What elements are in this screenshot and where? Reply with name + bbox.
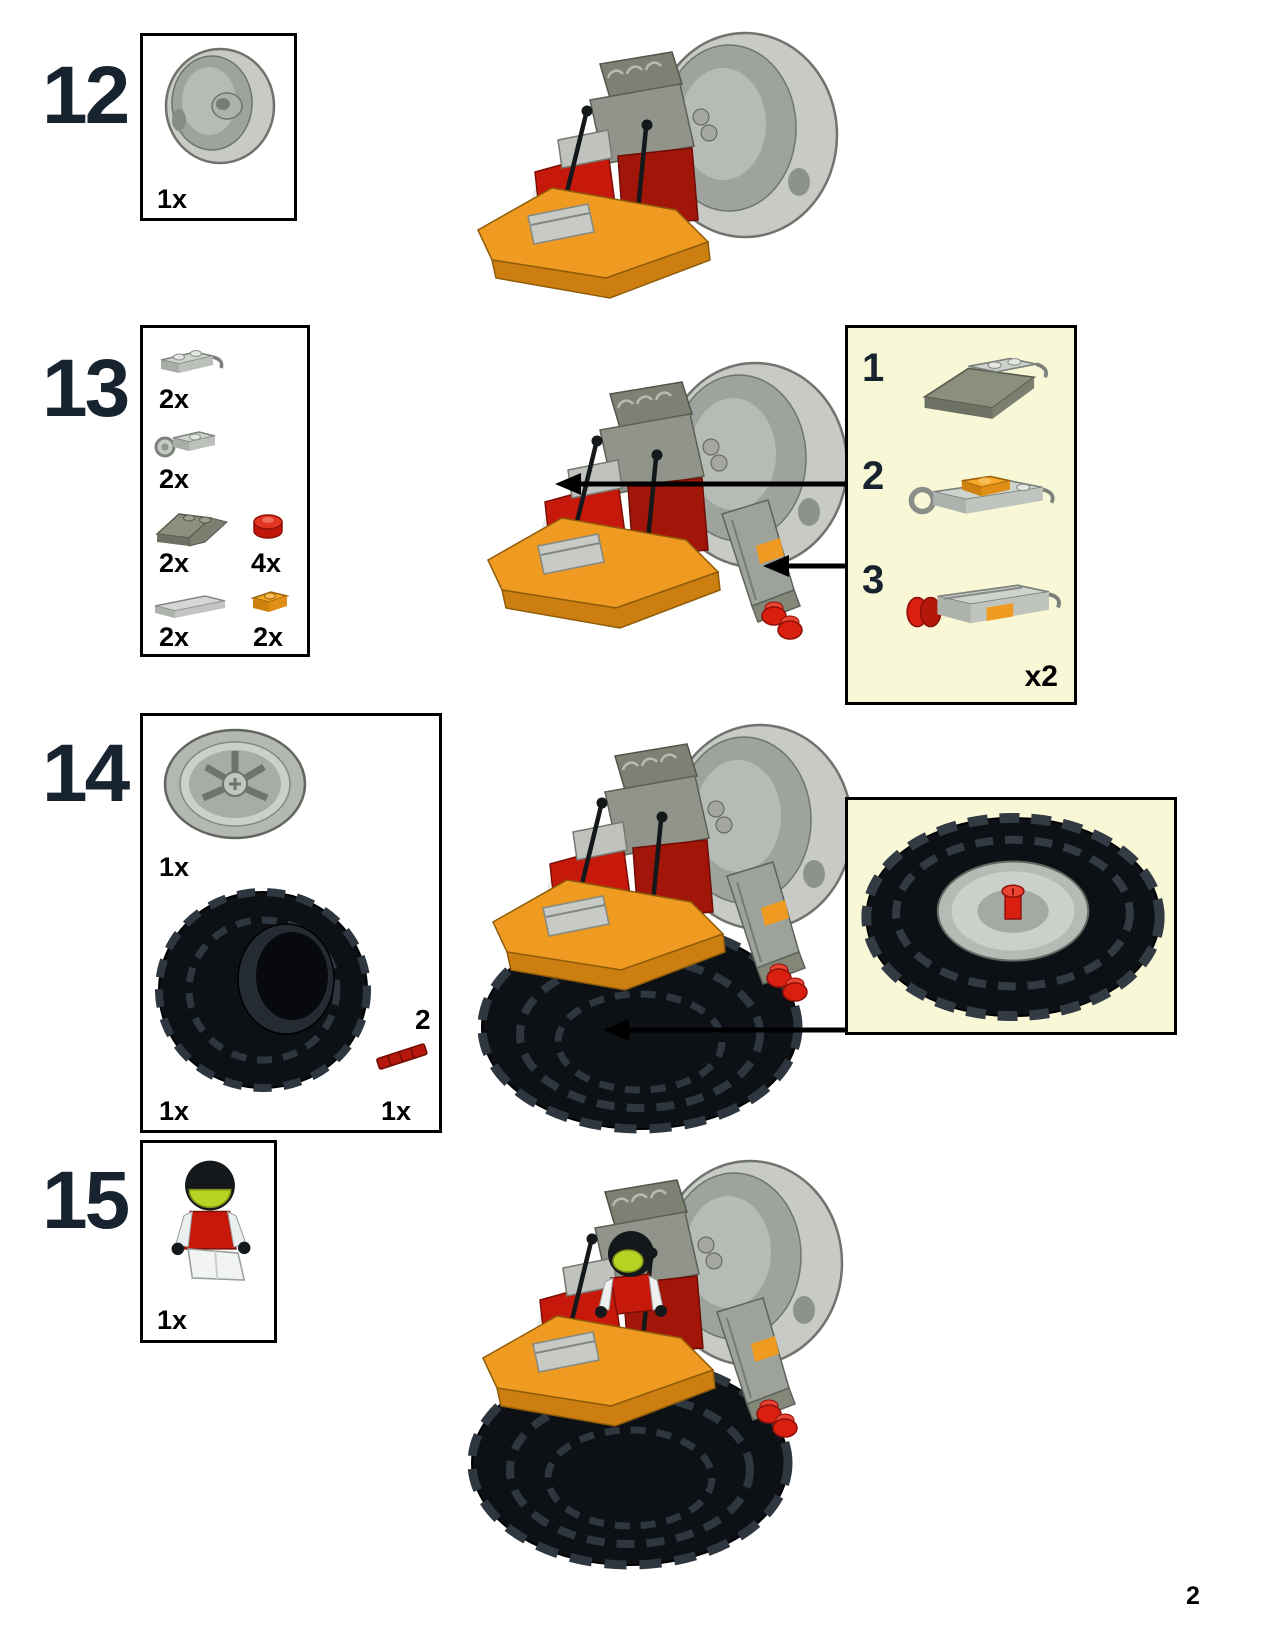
arrow-to-tire — [603, 1019, 855, 1041]
subassembly-step-3: 3 — [862, 558, 885, 602]
model-render-step-15 — [435, 1148, 875, 1572]
wheel-rim-icon — [163, 728, 307, 840]
step-14-parts-box: 1x 1x 2 1x — [140, 713, 442, 1133]
page-number: 2 — [1186, 1582, 1200, 1610]
part-count: 2x — [253, 622, 284, 652]
model-render-step-14 — [445, 712, 885, 1136]
part-count: 1x — [157, 184, 188, 214]
step-13-parts-box: 2x 2x 2x 4x — [140, 325, 310, 657]
subassembly-step-1: 1 — [862, 346, 885, 390]
part-count: 4x — [251, 548, 282, 578]
subassembly-multiplier: x2 — [1024, 660, 1058, 693]
step-13-number: 13 — [42, 343, 130, 434]
step-15-parts-box: 1x — [140, 1140, 277, 1343]
subassembly-step-2: 2 — [862, 454, 885, 498]
tire-part-icon — [155, 888, 371, 1092]
step-14-number: 14 — [42, 728, 130, 819]
step-14-tire-detail-box — [845, 797, 1177, 1035]
slope-brick-icon — [155, 513, 229, 547]
arrow-to-side-pod — [763, 555, 853, 577]
part-count: 1x — [157, 1305, 188, 1335]
step-13-subassembly-box: 1 2 3 — [845, 325, 1077, 705]
arrow-to-body-panel — [555, 473, 855, 495]
gray-tile-icon — [154, 595, 226, 618]
model-render-step-12 — [430, 20, 870, 330]
axle-length-ref: 2 — [415, 1004, 431, 1035]
subassembly-render-3 — [906, 584, 1061, 628]
part-count: 2x — [159, 622, 190, 652]
red-axle-pin-icon — [376, 1043, 428, 1070]
subassembly-render-2 — [908, 475, 1055, 515]
model-render-step-13 — [440, 350, 880, 640]
step-12-parts-box: 1x — [140, 33, 297, 221]
subassembly-render-1 — [922, 357, 1049, 419]
part-count: 2x — [159, 548, 190, 578]
wheel-hub-part-icon — [164, 47, 276, 165]
plate-with-socket-icon — [154, 431, 216, 458]
plate-with-clip-icon — [160, 350, 224, 373]
part-count: 2x — [159, 464, 190, 494]
part-count: 1x — [159, 852, 190, 882]
part-count: 1x — [159, 1096, 190, 1126]
step-15-number: 15 — [42, 1155, 130, 1246]
minifigure-icon — [171, 1160, 251, 1281]
step-12-number: 12 — [42, 50, 130, 141]
orange-plate-icon — [250, 591, 290, 612]
driver-minifigure — [595, 1231, 667, 1318]
part-count: 1x — [381, 1096, 412, 1126]
tire-with-pin-render — [861, 812, 1165, 1022]
part-count: 2x — [159, 384, 190, 414]
red-round-plate-icon — [253, 514, 283, 539]
